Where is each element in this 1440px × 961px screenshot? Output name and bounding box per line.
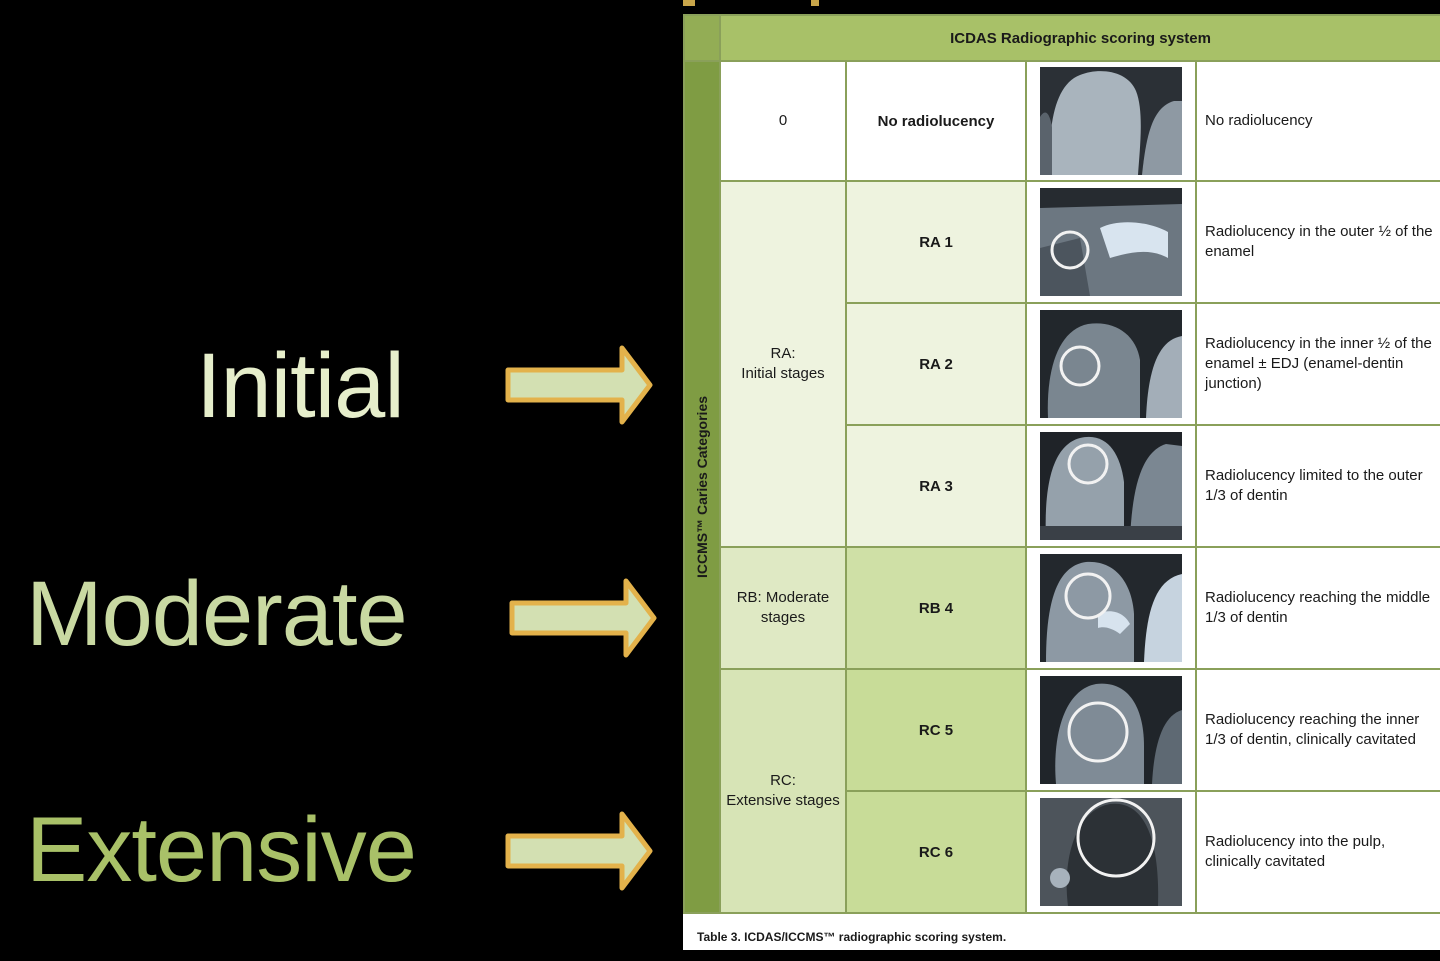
category-cell: RC: Extensive stages [719, 668, 847, 914]
description-cell: Radiolucency in the outer ½ of the ename… [1194, 180, 1440, 304]
code-cell: No radiolucency [845, 60, 1027, 182]
description-cell: Radiolucency into the pulp, clinically c… [1194, 790, 1440, 914]
category-cell: RA: Initial stages [719, 180, 847, 548]
arrow-right-icon [505, 811, 653, 891]
table-row: RB: Moderate stages RB 4 Radiolucency re… [684, 546, 1440, 670]
label-initial: Initial [196, 335, 405, 437]
radiograph-image [1025, 60, 1197, 182]
arrow-right-icon [509, 578, 657, 658]
radiograph-image [1025, 668, 1197, 792]
radiograph-image [1025, 180, 1197, 304]
icdas-table: ICDAS Radiographic scoring system ICCMS™… [683, 14, 1440, 914]
category-cell: 0 [719, 60, 847, 182]
spine-label: ICCMS™ Caries Categories [694, 395, 710, 579]
radiograph-image [1025, 546, 1197, 670]
category-cell: RB: Moderate stages [719, 546, 847, 670]
spine-header-cell [683, 14, 721, 62]
description-cell: Radiolucency in the inner ½ of the ename… [1194, 302, 1440, 426]
spine-cell: ICCMS™ Caries Categories [683, 60, 721, 914]
description-cell: Radiolucency reaching the middle 1/3 of … [1194, 546, 1440, 670]
table-row: ICCMS™ Caries Categories 0 No radiolucen… [683, 60, 1440, 914]
label-moderate: Moderate [26, 563, 408, 665]
table-caption: Table 3. ICDAS/ICCMS™ radiographic scori… [697, 930, 1007, 944]
table-row: RA 2 Radiolucency in the inner ½ of the … [684, 302, 1440, 426]
radiograph-image [1025, 790, 1197, 914]
description-cell: No radiolucency [1194, 60, 1440, 182]
code-cell: RA 2 [845, 302, 1027, 426]
code-cell: RC 6 [845, 790, 1027, 914]
code-cell: RC 5 [845, 668, 1027, 792]
top-decoration [683, 0, 823, 6]
description-cell: Radiolucency limited to the outer 1/3 of… [1194, 424, 1440, 548]
table-row: RA: Initial stages RA 1 Radiolucency in … [684, 180, 1440, 548]
table-row: RA 3 Radiolucency limited to the outer 1… [684, 424, 1440, 548]
radiograph-image [1025, 424, 1197, 548]
icdas-table-panel: ICDAS Radiographic scoring system ICCMS™… [683, 14, 1440, 950]
table-title: ICDAS Radiographic scoring system [718, 14, 1440, 62]
arrow-right-icon [505, 345, 653, 425]
code-cell: RA 3 [845, 424, 1027, 548]
code-cell: RB 4 [845, 546, 1027, 670]
table-row: RC: Extensive stages RC 5 Radiolucency r… [684, 668, 1440, 914]
label-extensive: Extensive [26, 799, 417, 901]
description-cell: Radiolucency reaching the inner 1/3 of d… [1194, 668, 1440, 792]
table-row: RC 6 Radiolucency into the pulp, clinica… [684, 790, 1440, 914]
radiograph-image [1025, 302, 1197, 426]
code-cell: RA 1 [845, 180, 1027, 304]
